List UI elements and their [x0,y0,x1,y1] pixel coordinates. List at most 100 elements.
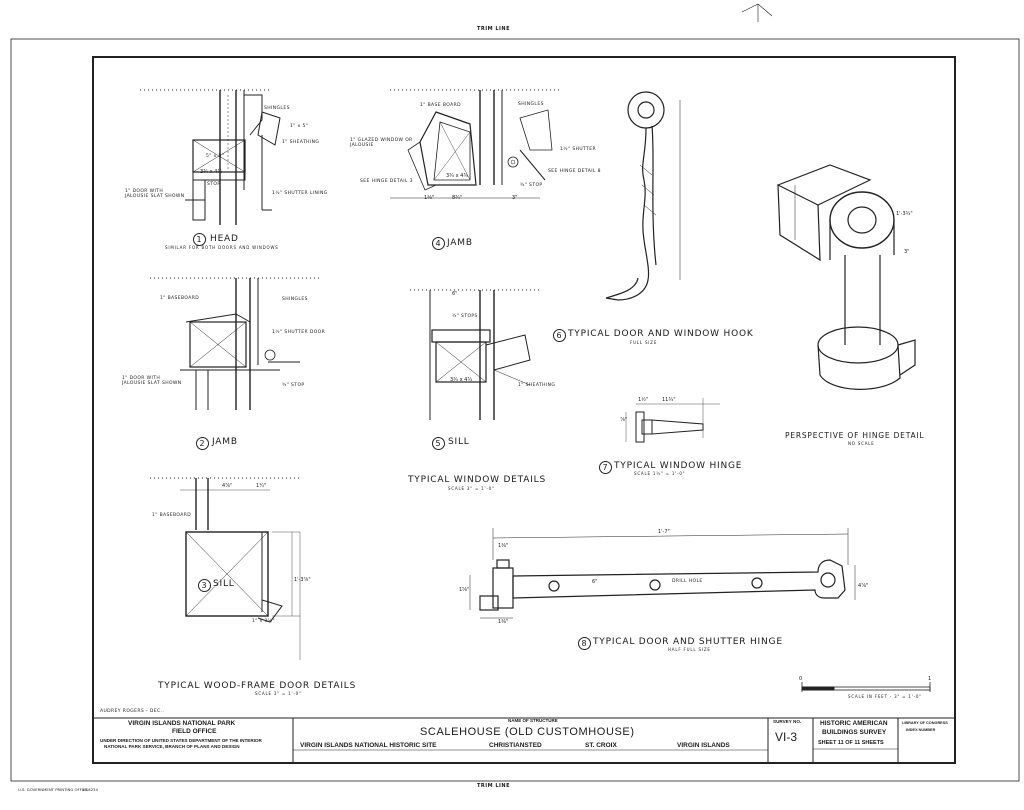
note-stop: ¾" STOP [282,383,305,388]
dim-label: 1⅜" [424,195,435,201]
printer-note: U.S. GOVERNMENT PRINTING OFFICE [18,787,89,792]
note-baseboard: 1" BASEBOARD [152,513,192,518]
note-size: 1" x 5" [290,124,309,129]
note-see-hinge-detail: SEE HINGE DETAIL 8 [548,169,601,174]
habs-line2: BUILDINGS SURVEY [822,729,887,736]
site-name: VIRGIN ISLANDS NATIONAL HISTORIC SITE [300,742,437,749]
note-size: 5" x 5" [206,154,225,159]
dim-label: 1⅜" [498,543,509,549]
note-sheathing: 1" SHEATHING [282,140,320,145]
trim-line-top: TRIM LINE [477,26,510,32]
detail-title: JAMB [212,437,238,447]
note-shutter: 1½" SHUTTER [560,147,597,152]
structure-name: SCALEHOUSE (OLD CUSTOMHOUSE) [420,726,635,738]
note-glazed-window: 1" GLAZED WINDOW OR JALOUSIE [350,138,413,148]
dim-label: 1'-7" [658,529,670,535]
note-shutter-door: 1½" SHUTTER DOOR [272,330,326,335]
detail-sill-window-drawing [410,289,540,420]
note-stop: STOP [207,182,221,187]
scale-bar-caption: SCALE IN FEET - 3" = 1'-0" [848,694,922,699]
detail-title: PERSPECTIVE OF HINGE DETAIL [785,431,925,440]
detail-title: SILL [448,437,470,447]
scale-bar [801,682,931,692]
title-block-lines [93,717,955,763]
detail-subtitle: FULL SIZE [630,340,658,345]
corner-mark [741,3,773,22]
dim-label: 6" [452,291,458,297]
detail-title: TYPICAL DOOR AND WINDOW HOOK [568,329,754,339]
detail-title: SILL [213,579,235,589]
detail-title: TYPICAL WINDOW HINGE [614,461,743,471]
dim-label: 11¾" [662,397,676,403]
detail-shutter-hinge-drawing [469,528,856,619]
dim-label: ⅞" [620,417,628,423]
note-shingles: SHINGLES [264,106,290,111]
dim-label: 4⅞" [222,483,233,489]
index-label: INDEX NUMBER [906,728,936,732]
trim-frame [10,38,1020,782]
note-size: 1" x 3½" [252,619,275,624]
dim-label: 1¼" [256,483,267,489]
detail-subtitle: HALF FULL SIZE [668,647,711,652]
org-direction: UNDER DIRECTION OF UNITED STATES DEPARTM… [100,738,262,743]
note-stop: ¾" STOP [520,183,543,188]
detail-number: 4 [432,237,445,250]
detail-subtitle: SIMILAR FOR BOTH DOORS AND WINDOWS [165,245,279,250]
org-branch: NATIONAL PARK SERVICE, BRANCH OF PLANS A… [104,744,240,749]
detail-window-hinge-drawing [625,398,720,443]
survey-number: VI-3 [775,730,798,744]
detail-subtitle: NO SCALE [848,441,875,446]
detail-number: 8 [578,637,591,650]
detail-jamb-window-drawing [390,89,560,199]
dim-label: 3¾ x 4¾ [200,169,223,175]
sheet-number: SHEET 11 OF 11 SHEETS [818,740,884,746]
note-door-jalousie: 1" DOOR WITH JALOUSIE SLAT SHOWN [122,376,182,386]
detail-sill-door-drawing [150,477,301,660]
drawing-border [92,56,956,764]
note-stops: ¾" STOPS [452,314,478,319]
island-name: ST. CROIX [585,742,617,749]
detail-subtitle: SCALE 1½" = 1'-0" [634,471,686,476]
perspective-hinge-drawing [776,164,916,390]
detail-number: 2 [196,437,209,450]
group-title: TYPICAL WOOD-FRAME DOOR DETAILS [158,681,357,691]
dim-label: 6" [592,579,598,585]
territory-name: VIRGIN ISLANDS [677,742,730,749]
note-shutter-lining: 1½" SHUTTER LINING [272,191,328,196]
detail-number: 1 [193,233,206,246]
org-name: VIRGIN ISLANDS NATIONAL PARK [128,720,236,727]
trim-line-bottom: TRIM LINE [477,783,510,789]
loc-label: LIBRARY OF CONGRESS [902,721,948,725]
group-title: TYPICAL WINDOW DETAILS [408,475,547,485]
detail-number: 3 [198,579,211,592]
org-office: FIELD OFFICE [172,728,217,735]
dim-label: 8¾" [452,195,463,201]
town-name: CHRISTIANSTED [489,742,542,749]
survey-number-label: SURVEY NO. [773,719,802,724]
group-scale: SCALE 3" = 1'-0" [255,691,302,696]
detail-number: 5 [432,437,445,450]
dim-label: 3" [904,249,910,255]
detail-title: HEAD [210,234,239,244]
dim-label: 1⅝" [459,587,470,593]
name-of-structure-label: NAME OF STRUCTURE [508,718,558,723]
group-scale: SCALE 3" = 1'-0" [448,486,495,491]
note-baseboard: 1" BASEBOARD [160,296,200,301]
dim-label: 1⅜" [498,619,509,625]
dim-label: 3¾ x 4¾ [446,173,469,179]
dim-label: 3¾ x 4¾ [450,377,473,383]
note-shingles: SHINGLES [518,102,544,107]
detail-jamb-door-drawing [150,277,320,410]
drawn-by: AUDREY ROGERS - DEC.. [100,709,165,714]
dim-label: 1'-3⅞" [294,577,311,583]
scale-bar-start: 0 [799,676,803,682]
detail-head-drawing [140,89,281,225]
dim-label: 4⅞" [858,583,869,589]
note-shingles: SHINGLES [282,297,308,302]
note-baseboard: 1" BASE BOARD [420,103,461,108]
dim-label: 1'-3¾" [896,211,913,217]
dim-label: 1½" [638,397,649,403]
detail-title: JAMB [447,238,473,248]
detail-number: 6 [553,329,566,342]
